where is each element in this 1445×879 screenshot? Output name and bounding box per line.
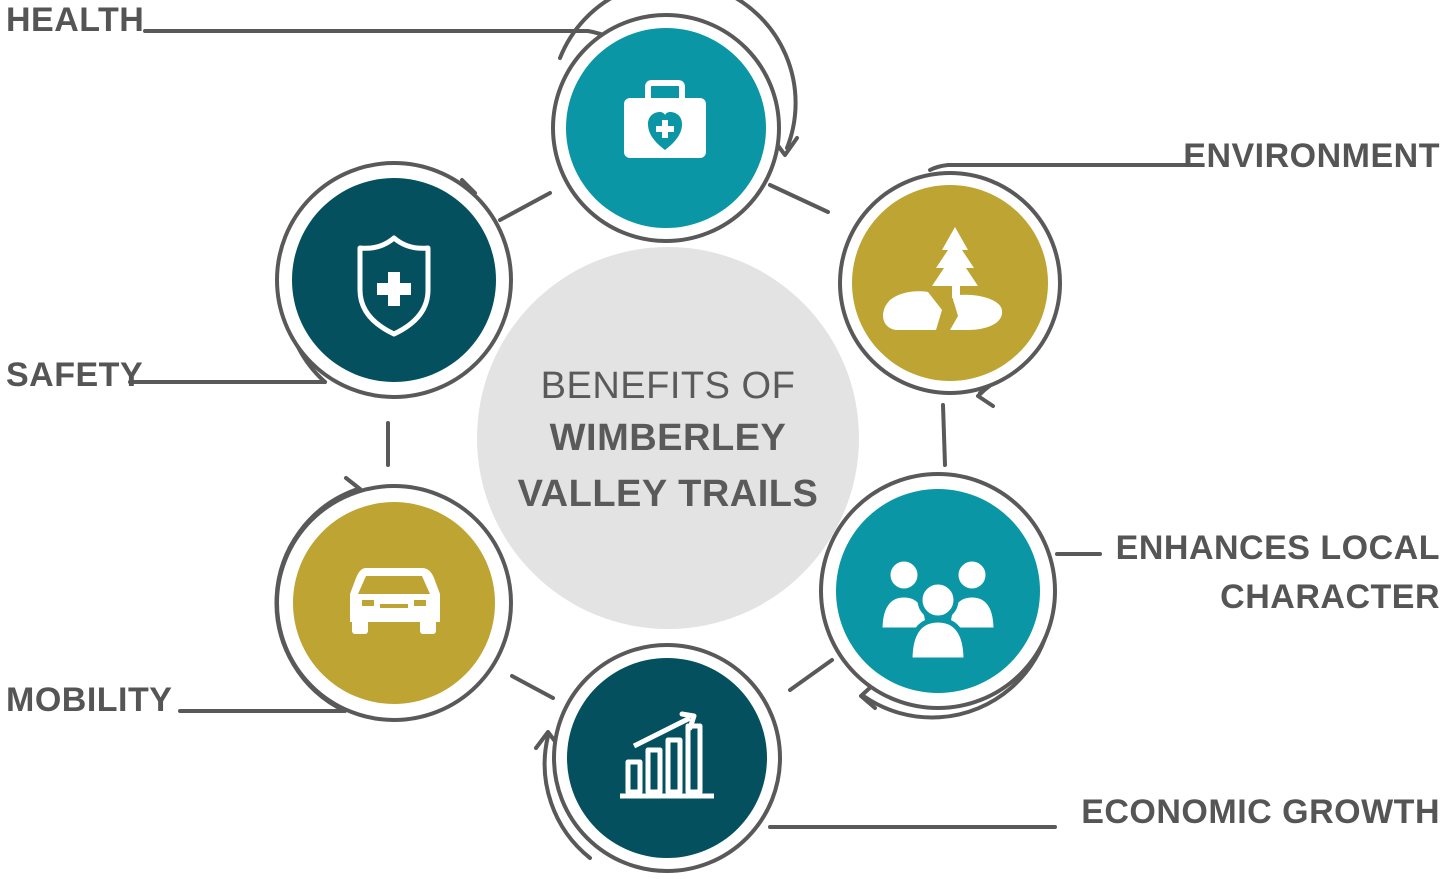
ring-connectors (386, 183, 947, 700)
connector-safety-health (498, 191, 552, 222)
first-aid-kit-heart-icon (624, 80, 706, 158)
tree-river-landscape-icon (883, 227, 1003, 330)
shield-cross-icon (357, 235, 431, 337)
people-group-icon (877, 556, 999, 663)
leader-health (143, 29, 612, 40)
connector-economic-mobility (510, 674, 555, 700)
node-health (551, 13, 781, 243)
label-mobility: MOBILITY (6, 681, 173, 719)
connector-health-environment (768, 183, 830, 214)
center-title-line2: WIMBERLEY (549, 417, 787, 459)
label-economic-growth: ECONOMIC GROWTH (1081, 793, 1440, 831)
label-safety: SAFETY (6, 356, 144, 394)
node-safety (275, 161, 513, 399)
label-enhances-line1: ENHANCES LOCAL (1115, 529, 1440, 567)
bar-chart-growth-icon (620, 711, 714, 799)
arc-health (558, 0, 798, 150)
center-title: BENEFITS OF WIMBERLEY VALLEY TRAILS (478, 362, 858, 522)
node-environment (838, 171, 1062, 395)
label-enhances-line2: CHARACTER (1220, 578, 1440, 616)
label-environment: ENVIRONMENT (1183, 137, 1440, 175)
center-circle (477, 247, 859, 629)
arc-economic (542, 734, 592, 860)
leader-environment (928, 163, 1202, 172)
label-health: HEALTH (6, 1, 145, 39)
connector-enhances-economic (788, 658, 834, 692)
connector-environment-enhances (941, 403, 947, 467)
node-enhances (819, 472, 1057, 710)
center-title-line3: VALLEY TRAILS (517, 473, 819, 515)
car-icon (350, 568, 440, 634)
label-enhances-local-character: ENHANCES LOCAL CHARACTER (1116, 524, 1440, 622)
benefit-nodes (275, 13, 1062, 873)
node-mobility (275, 484, 513, 722)
node-economic (552, 643, 782, 873)
center-title-line1: BENEFITS OF (540, 365, 796, 407)
